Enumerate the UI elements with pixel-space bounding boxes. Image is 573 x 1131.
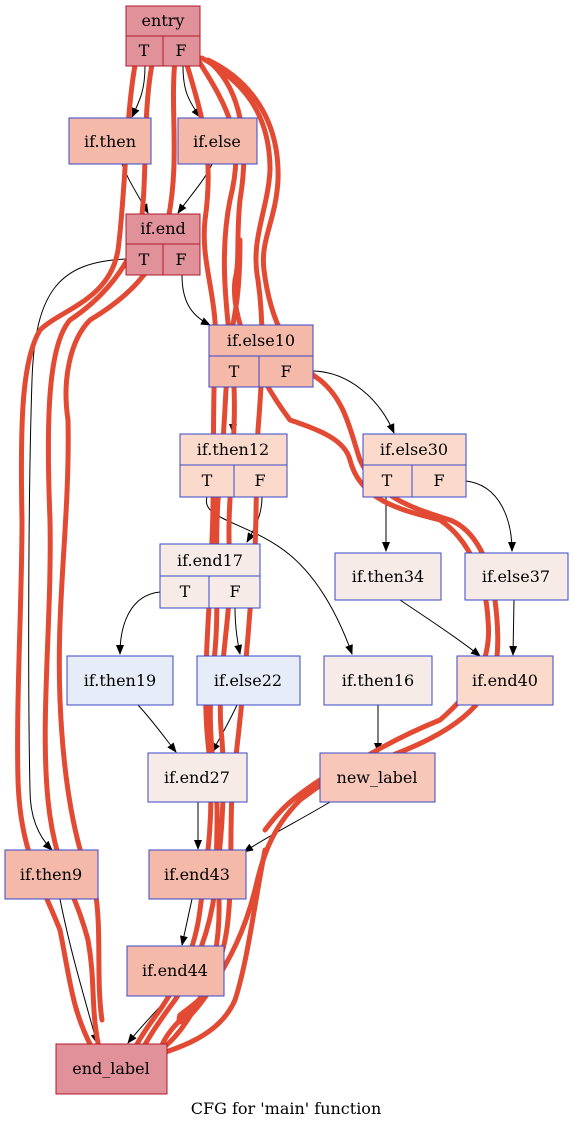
node-if-else10[interactable]: if.else10 T F xyxy=(208,324,314,388)
node-entry-true: T xyxy=(139,41,150,60)
node-if-end-true: T xyxy=(139,250,150,269)
node-if-else37[interactable]: if.else37 xyxy=(464,552,569,601)
node-if-end17-label: if.end17 xyxy=(177,551,243,570)
node-if-then16[interactable]: if.then16 xyxy=(323,655,433,706)
node-if-else[interactable]: if.else xyxy=(177,117,258,165)
node-if-then[interactable]: if.then xyxy=(68,117,152,165)
node-new-label-label: new_label xyxy=(337,768,418,787)
node-entry-false: F xyxy=(175,41,186,60)
node-end-label-label: end_label xyxy=(72,1059,150,1078)
node-if-else10-true: T xyxy=(229,362,240,381)
node-if-then12-true: T xyxy=(202,471,213,490)
edge-entry-if-else xyxy=(182,65,201,118)
node-if-then9-label: if.then9 xyxy=(20,865,82,884)
edge-if-then19-if-end27 xyxy=(137,704,177,753)
edge-if-else30-if-else37 xyxy=(465,480,516,552)
node-new-label[interactable]: new_label xyxy=(319,752,436,803)
node-if-end44-label: if.end44 xyxy=(142,961,208,980)
node-if-then12-label: if.then12 xyxy=(197,440,269,459)
edge-if-end17-if-then19 xyxy=(116,591,161,655)
node-if-else22[interactable]: if.else22 xyxy=(196,655,301,706)
node-if-end27-label: if.end27 xyxy=(164,768,230,787)
nodes: entry T F if.then if.else if.end T F xyxy=(4,5,569,1095)
node-if-then19[interactable]: if.then19 xyxy=(66,655,174,706)
node-if-else10-false: F xyxy=(280,362,291,381)
node-if-else10-label: if.else10 xyxy=(227,331,295,350)
highlight-stroke-8 xyxy=(176,61,492,1025)
highlight-stroke-10 xyxy=(127,847,268,1065)
node-if-then9[interactable]: if.then9 xyxy=(4,849,99,900)
node-if-else37-label: if.else37 xyxy=(482,567,550,586)
node-if-then-label: if.then xyxy=(84,132,136,151)
node-if-end43[interactable]: if.end43 xyxy=(148,849,247,900)
edge-if-else37-if-end40 xyxy=(509,599,518,656)
node-if-end[interactable]: if.end T F xyxy=(125,213,201,276)
node-if-end40[interactable]: if.end40 xyxy=(456,655,554,706)
node-if-else30-true: T xyxy=(382,471,393,490)
node-if-end40-label: if.end40 xyxy=(472,671,538,690)
node-if-then12-false: F xyxy=(254,471,265,490)
edge-entry-if-then xyxy=(131,65,146,118)
node-entry[interactable]: entry T F xyxy=(125,5,201,67)
node-if-then19-label: if.then19 xyxy=(84,671,156,690)
edge-if-end17-if-else22 xyxy=(234,607,243,655)
node-if-end-false: F xyxy=(175,250,186,269)
node-if-end44[interactable]: if.end44 xyxy=(126,945,225,997)
diagram-title: CFG for 'main' function xyxy=(191,1099,382,1118)
edge-new-label-if-end43 xyxy=(243,801,331,853)
node-if-then34-label: if.then34 xyxy=(352,567,424,586)
node-if-else30-label: if.else30 xyxy=(380,440,448,459)
node-if-end43-label: if.end43 xyxy=(164,865,230,884)
edge-if-end-if-then9 xyxy=(28,258,127,851)
node-if-end17-false: F xyxy=(229,582,240,601)
node-if-else30[interactable]: if.else30 T F xyxy=(362,433,467,498)
node-if-then16-label: if.then16 xyxy=(342,671,414,690)
node-if-end17-true: T xyxy=(180,582,191,601)
node-if-then34[interactable]: if.then34 xyxy=(334,552,442,601)
edge-if-then34-if-end40 xyxy=(399,599,481,657)
highlight-stroke-1 xyxy=(15,57,139,1051)
highlight-stroke-7 xyxy=(205,57,501,833)
node-entry-label: entry xyxy=(142,11,185,30)
edge-if-then9-end-label xyxy=(59,898,99,1044)
node-if-else22-label: if.else22 xyxy=(214,671,282,690)
edges xyxy=(28,65,518,1044)
edge-if-else10-if-else30 xyxy=(312,370,395,434)
node-end-label[interactable]: end_label xyxy=(55,1043,168,1095)
node-if-end27[interactable]: if.end27 xyxy=(147,752,248,803)
edge-if-end-if-else10 xyxy=(181,274,211,326)
node-if-end17[interactable]: if.end17 T F xyxy=(159,543,261,609)
node-if-then12[interactable]: if.then12 T F xyxy=(179,433,288,498)
node-if-end-label: if.end xyxy=(140,219,186,238)
node-if-else-label: if.else xyxy=(193,132,241,151)
edge-if-end43-if-end44 xyxy=(180,898,193,946)
node-if-else30-false: F xyxy=(433,471,444,490)
